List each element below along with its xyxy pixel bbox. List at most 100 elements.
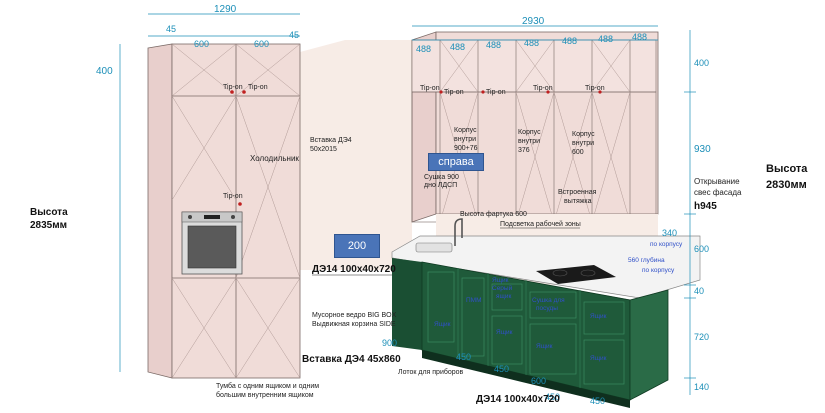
dim-600-a: 600 (194, 39, 209, 49)
tip-on-marker (439, 90, 443, 94)
drawer-front (583, 301, 625, 335)
dim-2930: 2930 (522, 16, 545, 27)
drawer-front (427, 271, 455, 343)
height-right-label: Высота (766, 163, 808, 175)
dim-488: 488 (632, 32, 647, 42)
hood-label: Встроенная (558, 189, 597, 196)
korpus-900-label: 900+76 (454, 145, 478, 152)
door-cross (553, 91, 593, 223)
tip-on-label: Tip-on (533, 85, 553, 92)
dim-600-right: 600 (694, 244, 709, 254)
door-cross (515, 91, 555, 223)
drawer-front (529, 323, 577, 375)
pmm-label: ПММ (466, 297, 482, 304)
tip-on-label: Tip-on (585, 85, 605, 92)
back-wall (300, 52, 412, 270)
door-cross (171, 95, 237, 201)
dimension-lines (119, 13, 696, 395)
opening-label: свес фасада (694, 188, 742, 197)
door-cross (235, 277, 301, 379)
dim-488: 488 (524, 38, 539, 48)
sink (415, 242, 453, 253)
door-cross (235, 43, 301, 97)
dim-40: 40 (694, 286, 704, 296)
dim-450: 450 (494, 364, 509, 374)
drawer-label: Ящик (536, 343, 553, 350)
depth-340-label: по корпусу (650, 241, 683, 248)
drawer-label: Серый (492, 284, 513, 292)
burner-icon (580, 269, 596, 277)
drawer-front (529, 291, 577, 319)
dim-400-right: 400 (694, 58, 709, 68)
de14-top-label: ДЭ14 100x40x720 (312, 264, 396, 275)
knob-icon (231, 215, 235, 219)
tall-side-panel (147, 43, 173, 379)
tip-on-marker (598, 90, 602, 94)
tip-on-marker (230, 90, 234, 94)
faucet-icon (454, 218, 463, 246)
dim-45-right: 45 (289, 30, 299, 40)
drawer-label: Ящик (590, 313, 607, 320)
note-right: справа (428, 153, 484, 171)
korpus-376-label: 376 (518, 147, 530, 154)
korpus-376-label: внутри (518, 138, 540, 145)
oven-window (187, 225, 237, 269)
fridge-label: Холодильник (250, 154, 299, 163)
dim-488: 488 (450, 42, 465, 52)
dim-720: 720 (694, 332, 709, 342)
oven-display (204, 215, 220, 219)
knob-icon (188, 215, 192, 219)
depth-560-label: 560 глубина (628, 256, 665, 264)
door-cross (591, 39, 631, 93)
work-light-label: Подсветка рабочей зоны (500, 220, 581, 228)
burner-icon (552, 269, 568, 277)
drawer-label: ящик (496, 293, 511, 300)
tip-on-label: Tip-on (223, 193, 243, 200)
tip-on-marker (238, 202, 242, 206)
door-cross (515, 39, 555, 93)
dim-900: 900 (382, 338, 397, 348)
height-left-label: Высота (30, 207, 68, 218)
drying-label: дно ЛДСП (424, 182, 457, 189)
door-cross (591, 91, 631, 223)
korpus-600-label: Корпус (572, 131, 595, 138)
tip-on-label: Tip-on (248, 84, 268, 91)
korpus-600-label: внутри (572, 140, 594, 147)
dish-dry-label: посуды (536, 305, 558, 312)
dishwasher-front (461, 277, 485, 357)
dim-488: 488 (416, 44, 431, 54)
height-left-value: 2835мм (30, 220, 67, 231)
hood-label: вытяжка (564, 198, 592, 205)
plinth (422, 350, 630, 408)
vstavka-bottom-label: Вставка ДЭ4 45x860 (302, 354, 401, 365)
cooktop (536, 265, 616, 284)
height-right-value: 2830мм (766, 179, 807, 191)
base-end (629, 289, 669, 401)
trash-label: Мусорное ведро BIG BOX (312, 312, 397, 319)
dim-600-bottom: 600 (531, 376, 546, 386)
cabinet-note: Тумба с одним ящиком и одним (216, 382, 319, 390)
vstavka-label: Вставка ДЭ4 (310, 137, 352, 144)
drawer-label: Ящик (590, 355, 607, 362)
dim-1290: 1290 (214, 4, 237, 15)
depth-560-label: по корпусу (642, 267, 675, 274)
dim-930: 930 (694, 144, 711, 155)
wall-top (300, 40, 412, 52)
dim-600-b: 600 (254, 39, 269, 49)
drawer-label: Ящик (492, 277, 509, 284)
dim-450: 450 (545, 392, 560, 402)
de14-bottom-label: ДЭ14 100x40x720 (476, 394, 560, 405)
korpus-900-label: Корпус (454, 127, 477, 134)
dim-340: 340 (662, 228, 677, 238)
door-cross (235, 95, 301, 279)
dim-450: 450 (590, 396, 605, 406)
korpus-900-label: внутри (454, 136, 476, 143)
tip-on-label: Tip-on (223, 84, 243, 91)
tip-on-marker (546, 90, 550, 94)
apron-height-label: Высота фартука 600 (460, 211, 527, 218)
dim-45-left: 45 (166, 24, 176, 34)
drawer-label: Ящик (434, 321, 451, 328)
dim-488: 488 (598, 34, 613, 44)
